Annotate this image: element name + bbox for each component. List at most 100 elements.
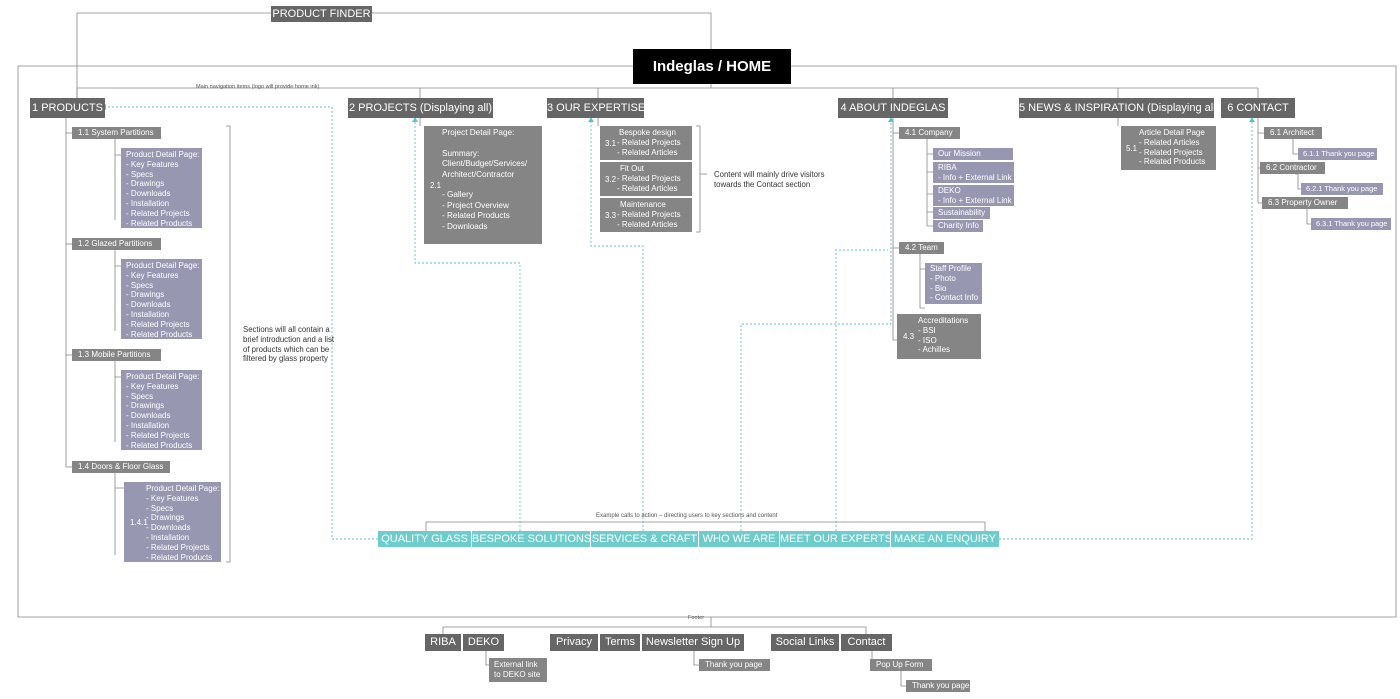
detail-line: - Key Features [126,381,179,391]
contact-thanks-node: 6.3.1 Thank you page [1311,218,1391,230]
detail-line: - Downloads [126,300,171,310]
detail-line: - Downloads [442,221,488,231]
item-line: - ISO [918,335,937,345]
detail-line: Product Detail Page: [126,150,200,159]
footer-contact-node: Contact [841,634,892,651]
product-detail-node: Product Detail Page: - Key Features - Sp… [121,370,202,450]
note-line: towards the Contact section [714,179,811,189]
footer-riba-node: RIBA [425,634,461,651]
item-line: RIBA [938,163,957,172]
accreditations-node: 4.3 Accreditations - BSI - ISO - Achille… [897,314,981,359]
detail-line: - Specs [126,169,154,179]
item-number: 5.1 [1126,144,1138,153]
company-item-node: RIBA - Info + External Link [933,162,1014,183]
product-section-node: 1.1 System Partitions [72,127,161,139]
detail-line: - Installation [126,309,170,319]
detail-line: - Downloads [146,523,191,533]
cta-who-we-are: WHO WE ARE [699,531,779,547]
expertise-note: Content will mainly drive visitors towar… [714,170,825,190]
company-item-node: Sustainability [933,207,990,219]
detail-line: - Related Products [442,211,510,221]
deko-external-node: External link to DEKO site [489,658,547,682]
cta-bespoke-solutions: BESPOKE SOLUTIONS [472,531,592,547]
detail-number: 1.4.1 [130,518,148,527]
item-number: 4.3 [903,332,915,341]
article-detail-node: 5.1 Article Detail Page - Related Articl… [1121,126,1216,170]
detail-line: Project Detail Page: [442,128,515,137]
note-line: brief introduction and a list [243,334,335,344]
detail-line: - Related Products [126,329,193,339]
footer-newsletter-node: Newsletter Sign Up [642,634,744,651]
company-item-node: DEKO - Info + External Link [933,185,1014,206]
expertise-item-node: 3.2 Fit Out - Related Projects - Related… [600,162,692,196]
item-line: Bespoke design [619,128,676,137]
detail-line: - Key Features [146,493,199,503]
product-section-node: 1.3 Mobile Partitions [72,349,161,361]
about-company-node: 4.1 Company [899,127,960,139]
footer-privacy-node: Privacy [550,634,598,651]
newsletter-thanks-node: Thank you page [699,659,770,671]
cta-services-craft: SERVICES & CRAFT [591,531,698,547]
note-line: Content will mainly drive visitors [714,170,825,179]
products-note: Sections will all contain a brief introd… [243,325,334,364]
nav-note: Main navigation items (logo will provide… [196,84,320,90]
item-line: - Info + External Link [938,172,1012,182]
nav-products-node: 1 PRODUCTS [30,98,105,118]
nav-expertise-node: 3 OUR EXPERTISE [547,98,645,118]
nav-projects-node: 2 PROJECTS (Displaying all) [348,98,493,118]
detail-line: Product Detail Page: [146,484,220,493]
detail-line [442,138,542,148]
contact-thanks-footer-node: Thank you page [906,680,970,692]
item-line: - Related Articles [617,183,678,193]
footer-label: Footer [688,615,705,621]
item-line: - Related Articles [617,147,678,157]
footer-terms-node: Terms [600,634,640,651]
item-line: - Related Projects [617,173,681,183]
detail-line: Client/Budget/Services/ [442,159,528,169]
item-line: - Bio [930,283,947,293]
expertise-item-node: 3.1 Bespoke design - Related Projects - … [600,126,692,160]
detail-line: - Specs [126,280,154,290]
cta-meet-our-experts: MEET OUR EXPERTS [780,531,893,547]
product-detail-node: Product Detail Page: - Key Features - Sp… [121,259,202,339]
item-line: - Achilles [918,345,951,355]
product-detail-node: 1.4.1 Product Detail Page: - Key Feature… [124,482,221,562]
note-line: filtered by glass property [243,354,328,364]
detail-line: - Downloads [126,411,171,421]
detail-line: - Installation [126,420,170,430]
item-line: - Related Projects [617,209,681,219]
detail-line: - Key Features [126,270,179,280]
note-line: of products which can be [243,344,330,354]
detail-line: Product Detail Page: [126,372,200,381]
popup-form-node: Pop Up Form [870,659,932,671]
detail-line: - Specs [126,391,154,401]
detail-line: - Related Projects [146,542,210,552]
detail-line: - Downloads [126,189,171,199]
product-section-node: 1.4 Doors & Floor Glass [72,461,170,473]
item-line: - Photo [930,273,956,283]
item-line: External link [494,660,538,669]
contact-architect-node: 6.1 Architect [1264,127,1322,139]
detail-line: - Related Projects [126,430,190,440]
nav-contact-node: 6 CONTACT [1221,98,1295,118]
detail-line: - Related Projects [126,208,190,218]
company-item-node: Charity Info [933,220,983,232]
detail-line: - Drawings [126,290,165,300]
item-line: - Related Projects [1139,147,1203,157]
item-number: 3.2 [605,175,617,184]
item-number: 3.3 [605,211,617,220]
detail-line: - Installation [146,532,190,542]
contact-owner-node: 6.3 Property Owner [1262,197,1348,209]
product-section-node: 1.2 Glazed Partitions [72,238,161,250]
detail-line: - Drawings [126,179,165,189]
footer-social-node: Social Links [771,634,839,651]
detail-line: Product Detail Page: [126,261,200,270]
detail-line: - Specs [146,503,174,513]
detail-line: - Installation [126,198,170,208]
detail-line: - Drawings [126,401,165,411]
detail-line: - Related Products [126,218,193,228]
footer-deko-node: DEKO [463,634,504,651]
item-line: Article Detail Page [1139,128,1205,137]
item-line: - Info + External Link [938,195,1012,205]
